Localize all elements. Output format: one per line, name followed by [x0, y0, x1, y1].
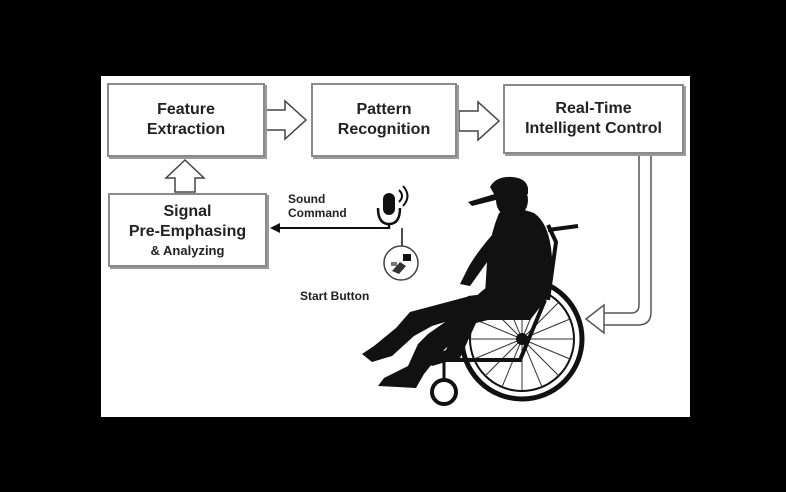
start-button-label: Start Button [300, 289, 370, 303]
microphone-icon [376, 185, 409, 229]
arrow-sound-to-signal [270, 223, 389, 233]
signal-line-3: & Analyzing [150, 242, 225, 258]
signal-line-2: Pre-Emphasing [128, 222, 247, 240]
intelligent-control-line-1: Real-Time [555, 100, 632, 117]
pattern-recognition-line-1: Pattern [356, 101, 412, 118]
arrow-signal-to-feature [164, 158, 206, 193]
pattern-recognition-line-2: Recognition [337, 121, 431, 138]
sound-command-label: Sound Command [288, 192, 347, 220]
sound-command-line-2: Command [288, 206, 347, 220]
arrow-control-to-wheelchair [584, 156, 652, 335]
hand-button-icon [383, 245, 419, 281]
feature-extraction-line-1: Feature [157, 101, 215, 118]
signal-line-1: Signal [163, 202, 212, 220]
arrow-feature-to-pattern [265, 99, 308, 141]
arrow-pattern-to-control [458, 100, 501, 142]
feature-extraction-box: Feature Extraction [107, 83, 265, 157]
wheelchair-user-silhouette [362, 176, 585, 406]
intelligent-control-line-2: Intelligent Control [525, 120, 662, 137]
feature-extraction-line-2: Extraction [146, 121, 226, 138]
signal-preemphasing-box: Signal Pre-Emphasing & Analyzing [108, 193, 267, 267]
pattern-recognition-box: Pattern Recognition [311, 83, 457, 157]
intelligent-control-box: Real-Time Intelligent Control [503, 84, 684, 154]
sound-command-line-1: Sound [288, 192, 326, 206]
